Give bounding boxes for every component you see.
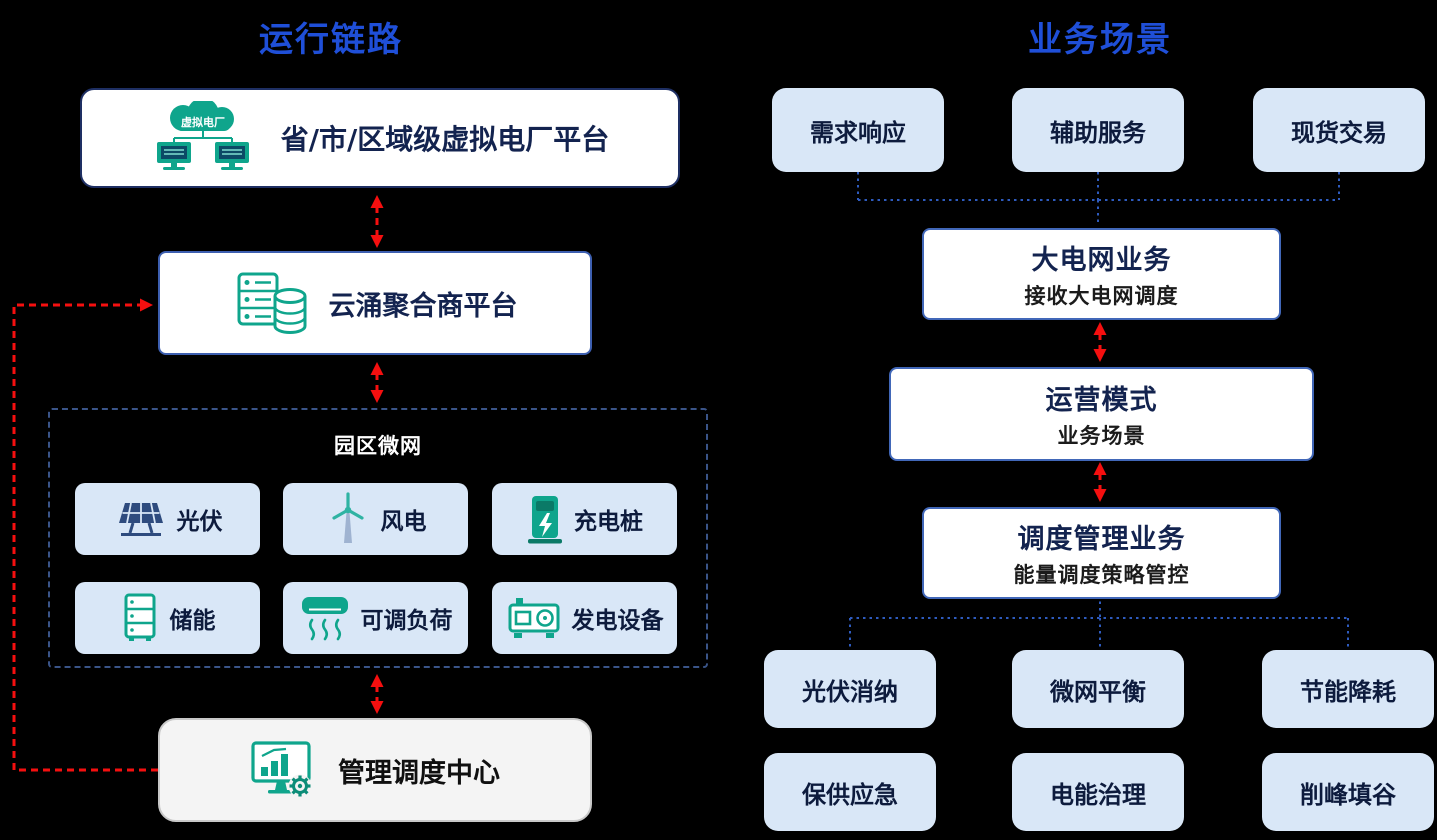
grid-business-subtitle: 接收大电网调度 [1024, 284, 1179, 308]
scenario-label: 现货交易 [1291, 118, 1387, 147]
connector-top-scenarios [857, 172, 1340, 226]
scenario-label: 辅助服务 [1050, 118, 1146, 147]
operation-mode-subtitle: 业务场景 [1057, 424, 1146, 448]
microgrid-item-label: 风电 [380, 509, 427, 535]
generator-icon [506, 595, 562, 641]
scenario-pv-consumption: 光伏消纳 [764, 650, 936, 728]
microgrid-item-label: 储能 [169, 608, 216, 634]
dispatch-center-label: 管理调度中心 [338, 757, 500, 789]
grid-business-title: 大电网业务 [1031, 245, 1172, 276]
arrow-gridbusiness-to-operationmode [1093, 322, 1107, 362]
arrow-vpp-to-aggregator [370, 195, 384, 248]
vpp-platform-box: 虚拟电厂 省/市/区域级虚拟电厂平台 [80, 88, 680, 188]
scenario-label: 电能治理 [1050, 780, 1146, 809]
operation-mode-title: 运营模式 [1045, 385, 1158, 416]
scenario-power-quality: 电能治理 [1012, 753, 1184, 831]
solar-panel-icon [113, 497, 167, 541]
operation-mode-box: 运营模式 业务场景 [889, 367, 1314, 461]
scenario-label: 削峰填谷 [1300, 780, 1396, 809]
microgrid-item-adjustable-load: 可调负荷 [283, 582, 468, 654]
arrow-microgrid-to-dispatch [370, 674, 384, 714]
microgrid-item-label: 可调负荷 [360, 608, 453, 634]
scenario-label: 微网平衡 [1050, 677, 1146, 706]
aggregator-platform-label: 云涌聚合商平台 [328, 290, 518, 322]
scenario-spot-trading: 现货交易 [1253, 88, 1425, 172]
scenario-energy-saving: 节能降耗 [1262, 650, 1434, 728]
microgrid-title: 园区微网 [334, 434, 422, 458]
dispatch-business-subtitle: 能量调度策略管控 [1013, 563, 1190, 587]
aggregator-platform-box: 云涌聚合商平台 [158, 251, 592, 355]
battery-storage-icon [120, 592, 160, 644]
microgrid-item-label: 充电桩 [574, 509, 643, 535]
cloud-icon-label: 虚拟电厂 [181, 115, 225, 129]
microgrid-item-storage: 储能 [75, 582, 260, 654]
scenario-label: 需求响应 [810, 118, 906, 147]
server-database-icon [233, 270, 309, 336]
scenario-microgrid-balance: 微网平衡 [1012, 650, 1184, 728]
dispatch-business-title: 调度管理业务 [1017, 524, 1186, 555]
microgrid-item-charger: 充电桩 [492, 483, 677, 555]
microgrid-item-wind: 风电 [283, 483, 468, 555]
scenario-demand-response: 需求响应 [772, 88, 944, 172]
scenario-label: 节能降耗 [1300, 677, 1396, 706]
dispatch-business-box: 调度管理业务 能量调度策略管控 [922, 507, 1281, 599]
connector-bottom-scenarios [849, 595, 1349, 648]
air-conditioner-icon [299, 593, 351, 643]
scenario-label: 保供应急 [802, 780, 898, 809]
grid-business-box: 大电网业务 接收大电网调度 [922, 228, 1281, 320]
vpp-platform-label: 省/市/区域级虚拟电厂平台 [280, 123, 610, 156]
scenario-supply-emergency: 保供应急 [764, 753, 936, 831]
wind-turbine-icon [325, 492, 371, 546]
microgrid-item-pv: 光伏 [75, 483, 260, 555]
arrow-aggregator-to-microgrid [370, 362, 384, 403]
scenario-label: 光伏消纳 [802, 677, 898, 706]
monitor-gear-icon [250, 740, 316, 800]
microgrid-item-generator: 发电设备 [492, 582, 677, 654]
scenario-peak-shaving: 削峰填谷 [1262, 753, 1434, 831]
left-section-title: 运行链路 [259, 20, 403, 60]
microgrid-item-label: 发电设备 [571, 608, 664, 634]
microgrid-container: 园区微网 [48, 408, 708, 668]
arrow-operationmode-to-dispatchbusiness [1093, 462, 1107, 502]
virtual-power-plant-cloud-icon: 虚拟电厂 [151, 101, 255, 175]
right-section-title: 业务场景 [1028, 20, 1172, 60]
microgrid-item-label: 光伏 [176, 509, 223, 535]
dispatch-center-box: 管理调度中心 [158, 718, 592, 822]
scenario-ancillary-services: 辅助服务 [1012, 88, 1184, 172]
charging-pile-icon [526, 493, 564, 545]
